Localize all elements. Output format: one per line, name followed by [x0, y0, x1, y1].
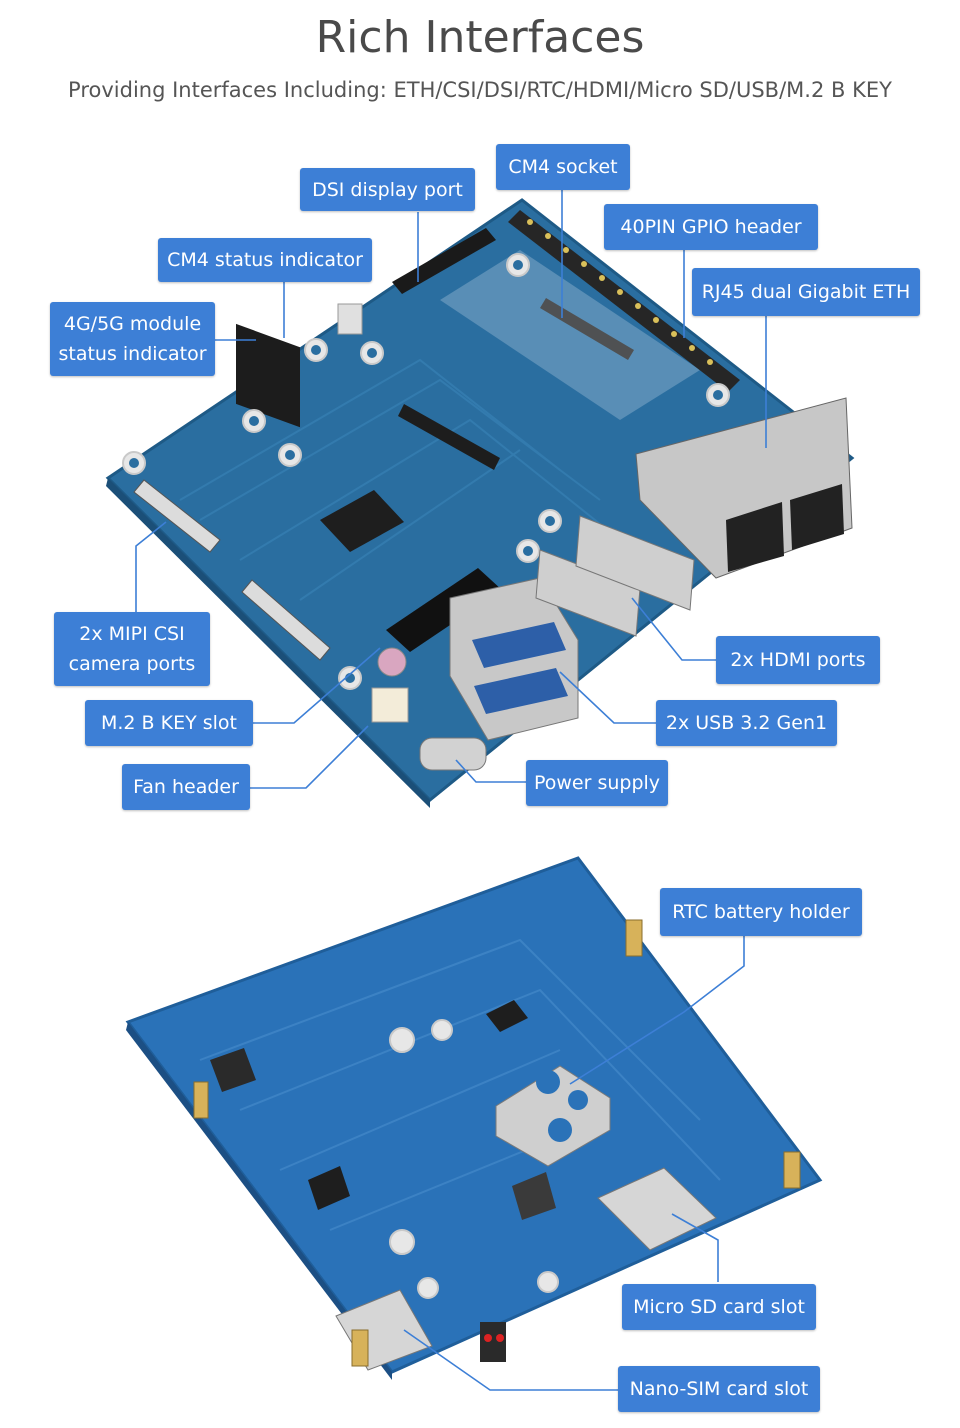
dsi-display-port-callout: DSI display port [300, 168, 475, 211]
cm4-socket-callout: CM4 socket [496, 144, 630, 190]
bottom-pcb [125, 856, 823, 1380]
usb-callout: 2x USB 3.2 Gen1 [656, 700, 837, 746]
gpio-header-callout: 40PIN GPIO header [604, 204, 818, 250]
rj45-ethernet-callout: RJ45 dual Gigabit ETH [692, 268, 920, 316]
nano-sim-slot-callout: Nano-SIM card slot [618, 1366, 820, 1412]
micro-sd-slot-callout: Micro SD card slot [622, 1284, 816, 1330]
top-pcb [105, 198, 855, 808]
mipi-csi-callout: 2x MIPI CSI camera ports [54, 612, 210, 686]
fan-header-callout: Fan header [122, 764, 250, 810]
gpio-header [508, 210, 740, 392]
page-title: Rich Interfaces [315, 12, 645, 63]
module-status-indicator-callout: 4G/5G module status indicator [50, 302, 215, 376]
m2-slot-callout: M.2 B KEY slot [85, 700, 253, 746]
hdmi-ports-callout: 2x HDMI ports [716, 636, 880, 684]
rtc-battery-holder-callout: RTC battery holder [660, 888, 862, 936]
power-supply-callout: Power supply [526, 760, 668, 806]
page-subtitle: Providing Interfaces Including: ETH/CSI/… [68, 78, 892, 102]
callout-lines [135, 184, 767, 1391]
cm4-status-indicator-callout: CM4 status indicator [158, 238, 372, 282]
